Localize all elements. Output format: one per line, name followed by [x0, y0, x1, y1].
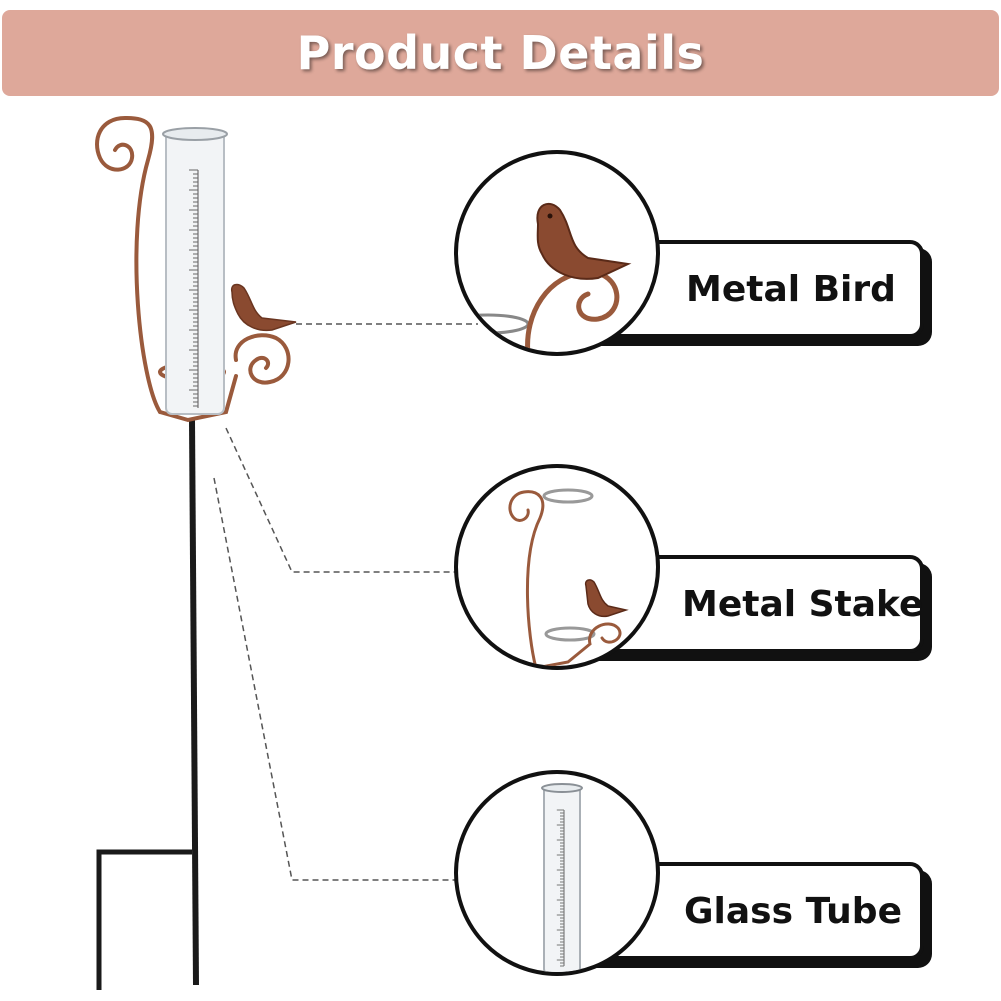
- metal-stake-closeup: [454, 464, 660, 670]
- glass-tube-closeup: [454, 770, 660, 976]
- metal-bird-closeup: [454, 150, 660, 356]
- callout-label-glass-tube: Glass Tube: [684, 890, 902, 932]
- bird-figure: [230, 283, 297, 332]
- glass-tube-drawing: [162, 127, 228, 415]
- product-details-banner: Product Details: [2, 10, 999, 96]
- callout-label-metal-bird: Metal Bird: [686, 268, 896, 310]
- banner-title: Product Details: [296, 26, 705, 80]
- metal-stake-drawing: [96, 419, 199, 990]
- callout-label-metal-stake: Metal Stake: [682, 583, 924, 625]
- leader-lines: [213, 323, 478, 881]
